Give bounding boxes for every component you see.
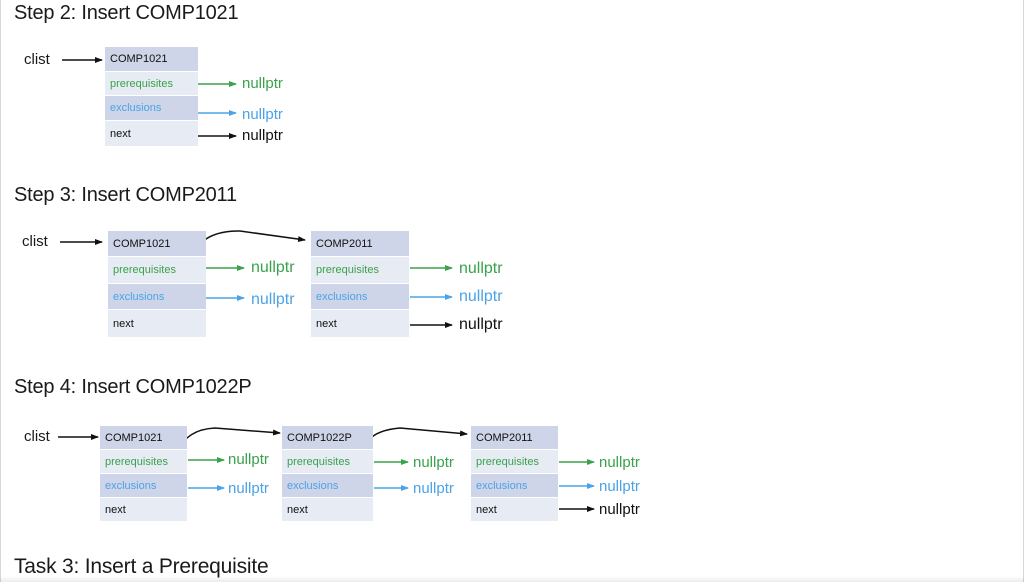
node-next-field: next [471,498,558,522]
node-exclusions-field: exclusions [311,284,409,310]
step2-clist-label: clist [24,51,50,68]
step4-n3-exc-nullptr: nullptr [599,478,640,495]
step3-node-comp1021: COMP1021 prerequisites exclusions next [108,231,206,338]
node-exclusions-field: exclusions [105,96,198,121]
node-name: COMP1022P [282,426,373,450]
node-prerequisites-field: prerequisites [108,257,206,284]
step4-title: Step 4: Insert COMP1022P [14,376,252,398]
step2-next-nullptr: nullptr [242,127,283,144]
step3-n1-exc-nullptr: nullptr [251,291,295,308]
step2-exc-nullptr: nullptr [242,106,283,123]
step3-node-comp2011: COMP2011 prerequisites exclusions next [311,231,409,338]
node-exclusions-field: exclusions [282,474,373,498]
node-exclusions-field: exclusions [108,284,206,310]
node-prerequisites-field: prerequisites [311,257,409,284]
node-prerequisites-field: prerequisites [105,72,198,96]
step4-node-comp1022p: COMP1022P prerequisites exclusions next [282,426,373,522]
step4-n1-pre-nullptr: nullptr [228,451,269,468]
step3-n2-next-nullptr: nullptr [459,316,503,333]
node-name: COMP2011 [471,426,558,450]
step3-n1-pre-nullptr: nullptr [251,259,295,276]
node-prerequisites-field: prerequisites [471,450,558,474]
node-next-field: next [108,310,206,338]
step2-node-comp1021: COMP1021 prerequisites exclusions next [105,47,198,148]
step3-n2-exc-nullptr: nullptr [459,288,503,305]
node-prerequisites-field: prerequisites [282,450,373,474]
step4-clist-label: clist [24,428,50,445]
node-next-field: next [100,498,187,522]
node-prerequisites-field: prerequisites [100,450,187,474]
step4-n1-exc-nullptr: nullptr [228,480,269,497]
step4-n3-pre-nullptr: nullptr [599,454,640,471]
step4-node-comp1021: COMP1021 prerequisites exclusions next [100,426,187,522]
node-next-field: next [282,498,373,522]
bottom-shadow [0,576,1024,582]
step4-n2-exc-nullptr: nullptr [413,480,454,497]
step3-title: Step 3: Insert COMP2011 [14,184,237,206]
step3-clist-label: clist [22,233,48,250]
node-next-field: next [105,121,198,147]
step4-node-comp2011: COMP2011 prerequisites exclusions next [471,426,558,522]
node-name: COMP1021 [105,47,198,72]
frame-edge-left [0,0,1,582]
task3-title: Task 3: Insert a Prerequisite [14,555,269,578]
node-name: COMP1021 [108,231,206,257]
node-name: COMP2011 [311,231,409,257]
step4-n2-pre-nullptr: nullptr [413,454,454,471]
step3-n2-pre-nullptr: nullptr [459,260,503,277]
node-name: COMP1021 [100,426,187,450]
step2-title: Step 2: Insert COMP1021 [14,2,239,24]
node-exclusions-field: exclusions [100,474,187,498]
node-next-field: next [311,310,409,338]
node-exclusions-field: exclusions [471,474,558,498]
step2-pre-nullptr: nullptr [242,75,283,92]
step4-n3-next-nullptr: nullptr [599,501,640,518]
